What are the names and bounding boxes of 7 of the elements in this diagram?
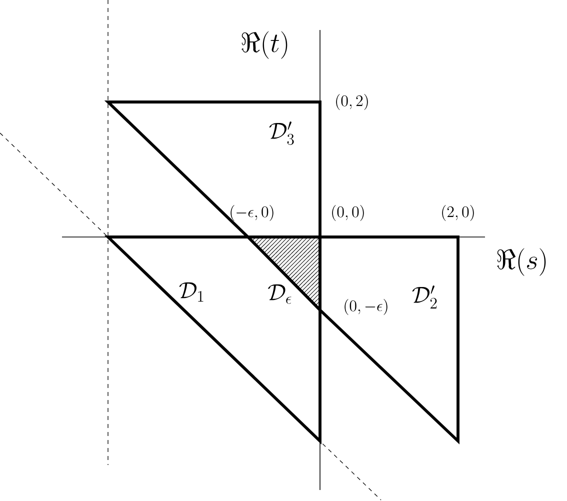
math-label: $(0,-\epsilon)$ — [344, 299, 388, 316]
math-label: $(-\epsilon,0)$ — [230, 205, 274, 222]
math-label: $(2,0)$ — [442, 205, 474, 222]
math-label: $\Re(t)$ — [242, 31, 288, 59]
math-label: $(0,2)$ — [336, 94, 368, 110]
math-label: $\Re(s)$ — [497, 248, 546, 276]
math-label: $(0,0)$ — [332, 205, 364, 222]
